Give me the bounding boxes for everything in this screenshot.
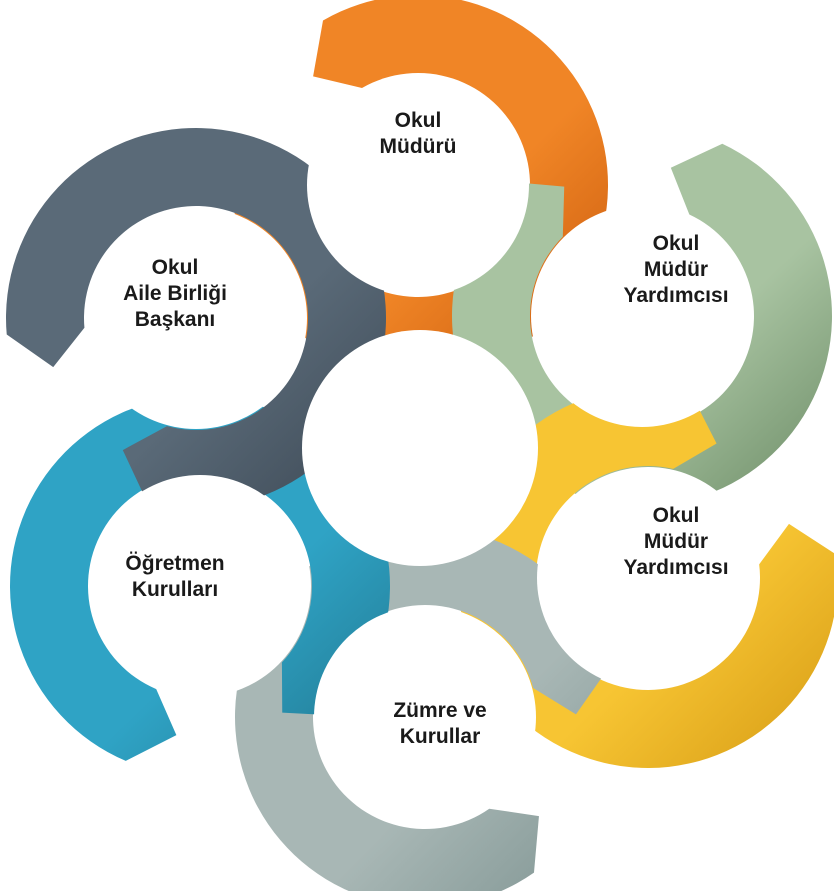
label-line: Kurullar: [400, 725, 481, 748]
ring-ogretmen-kurullari: [10, 396, 391, 761]
center-hub: [302, 330, 538, 566]
ring-inner-okul-mudur-yardimcisi-2: [537, 467, 759, 689]
ring-inner-ogretmen-kurullari: [89, 475, 311, 697]
label-line: Zümre ve: [393, 699, 486, 722]
label-line: Müdür: [644, 258, 708, 281]
ring-inner-okul-mudur-yardimcisi-1: [531, 205, 753, 427]
label-line: Yardımcısı: [623, 556, 728, 579]
label-line: Aile Birliği: [123, 282, 227, 305]
label-line: Okul: [152, 256, 199, 279]
label-line: Öğretmen: [125, 552, 224, 575]
ring-inner-zumre-ve-kurullar: [314, 606, 536, 828]
label-line: Yardımcısı: [623, 284, 728, 307]
label-line: Müdürü: [380, 135, 457, 158]
ring-okul-aile-birligi-baskani: [5, 128, 386, 508]
ring-okul-mudur-yardimcisi-1: [452, 143, 833, 507]
label-zumre-ve-kurullar: Zümre ve Kurullar: [393, 699, 486, 748]
ring-inner-okul-aile-birligi-baskani: [85, 207, 307, 429]
label-line: Müdür: [644, 530, 708, 553]
label-line: Başkanı: [135, 308, 216, 331]
rings-group: [5, 0, 834, 891]
ring-inner-okul-muduru: [307, 74, 529, 296]
label-line: Okul: [653, 232, 700, 255]
label-line: Kurulları: [132, 578, 218, 601]
label-line: Okul: [653, 504, 700, 527]
label-line: Okul: [395, 109, 442, 132]
